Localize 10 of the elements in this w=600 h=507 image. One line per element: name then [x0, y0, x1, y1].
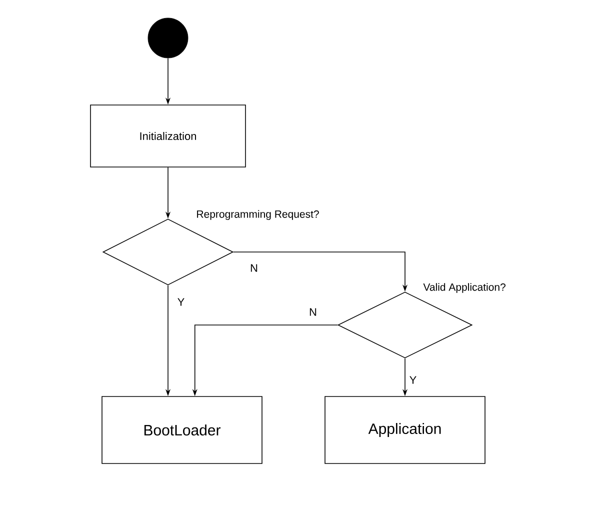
edge-label: Y	[176, 297, 186, 307]
edge-label: N	[249, 263, 259, 273]
start-circle	[148, 18, 188, 58]
process-box: BootLoader	[102, 396, 262, 464]
process-box: Initialization	[90, 104, 246, 168]
decision-question: Valid Application?	[423, 283, 506, 293]
decision-question: Reprogramming Request?	[197, 210, 319, 220]
edge-label: N	[308, 307, 318, 317]
process-box: Application	[324, 396, 486, 464]
edge-label: Y	[408, 375, 418, 385]
